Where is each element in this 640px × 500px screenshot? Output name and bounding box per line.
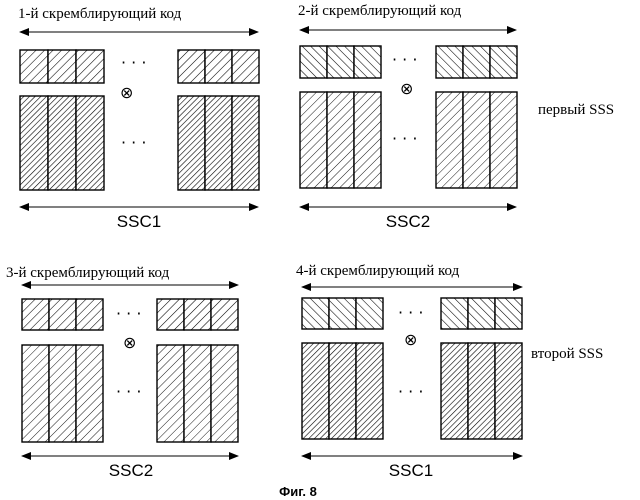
ellipsis-bottom: · · · [116, 382, 141, 401]
code-cells-top-right [157, 299, 238, 330]
ssc-columns-right [178, 96, 259, 190]
code-cells-top-right [178, 50, 259, 83]
ellipsis-top: · · · [392, 50, 417, 69]
block-2: 2-й скремблирующий код · · · ⊗ · · · SSC… [298, 3, 517, 231]
ssc-columns-right [157, 345, 238, 442]
side-label-second-sss: второй SSS [531, 346, 603, 362]
ssc-columns-right [436, 92, 517, 188]
code-cells-top-right [436, 46, 517, 78]
code-cells-top-left [20, 50, 104, 83]
figure-caption: Фиг. 8 [279, 484, 317, 499]
scrambling-code-label: 1-й скремблирующий код [18, 6, 182, 22]
scrambling-code-label: 4-й скремблирующий код [296, 263, 460, 279]
code-cells-top-left [22, 299, 103, 330]
block-1: 1-й скремблирующий код · · · ⊗ · · · SSC… [18, 6, 259, 231]
ssc-columns-left [300, 92, 381, 188]
ssc-columns-left [20, 96, 104, 190]
circled-times-icon: ⊗ [123, 333, 136, 352]
ssc-label: SSC2 [386, 212, 430, 231]
ssc-columns-left [302, 343, 383, 439]
circled-times-icon: ⊗ [404, 330, 417, 349]
code-cells-top-left [302, 298, 383, 329]
ssc-label: SSC1 [389, 461, 433, 480]
code-cells-top-left [300, 46, 381, 78]
ssc-label: SSC2 [109, 461, 153, 480]
ellipsis-bottom: · · · [121, 133, 146, 152]
circled-times-icon: ⊗ [400, 79, 413, 98]
ellipsis-top: · · · [116, 304, 141, 323]
ellipsis-top: · · · [121, 53, 146, 72]
ellipsis-bottom: · · · [398, 382, 423, 401]
scrambling-code-label: 2-й скремблирующий код [298, 3, 462, 19]
ellipsis-top: · · · [398, 303, 423, 322]
block-3: 3-й скремблирующий код · · · ⊗ · · · SSC… [6, 265, 238, 480]
ssc-columns-right [441, 343, 522, 439]
ssc-label: SSC1 [117, 212, 161, 231]
circled-times-icon: ⊗ [120, 83, 133, 102]
scrambling-code-label: 3-й скремблирующий код [6, 265, 170, 281]
block-4: 4-й скремблирующий код · · · ⊗ · · · SSC… [296, 263, 522, 480]
ssc-columns-left [22, 345, 103, 442]
code-cells-top-right [441, 298, 522, 329]
side-label-first-sss: первый SSS [538, 102, 614, 118]
ellipsis-bottom: · · · [392, 129, 417, 148]
